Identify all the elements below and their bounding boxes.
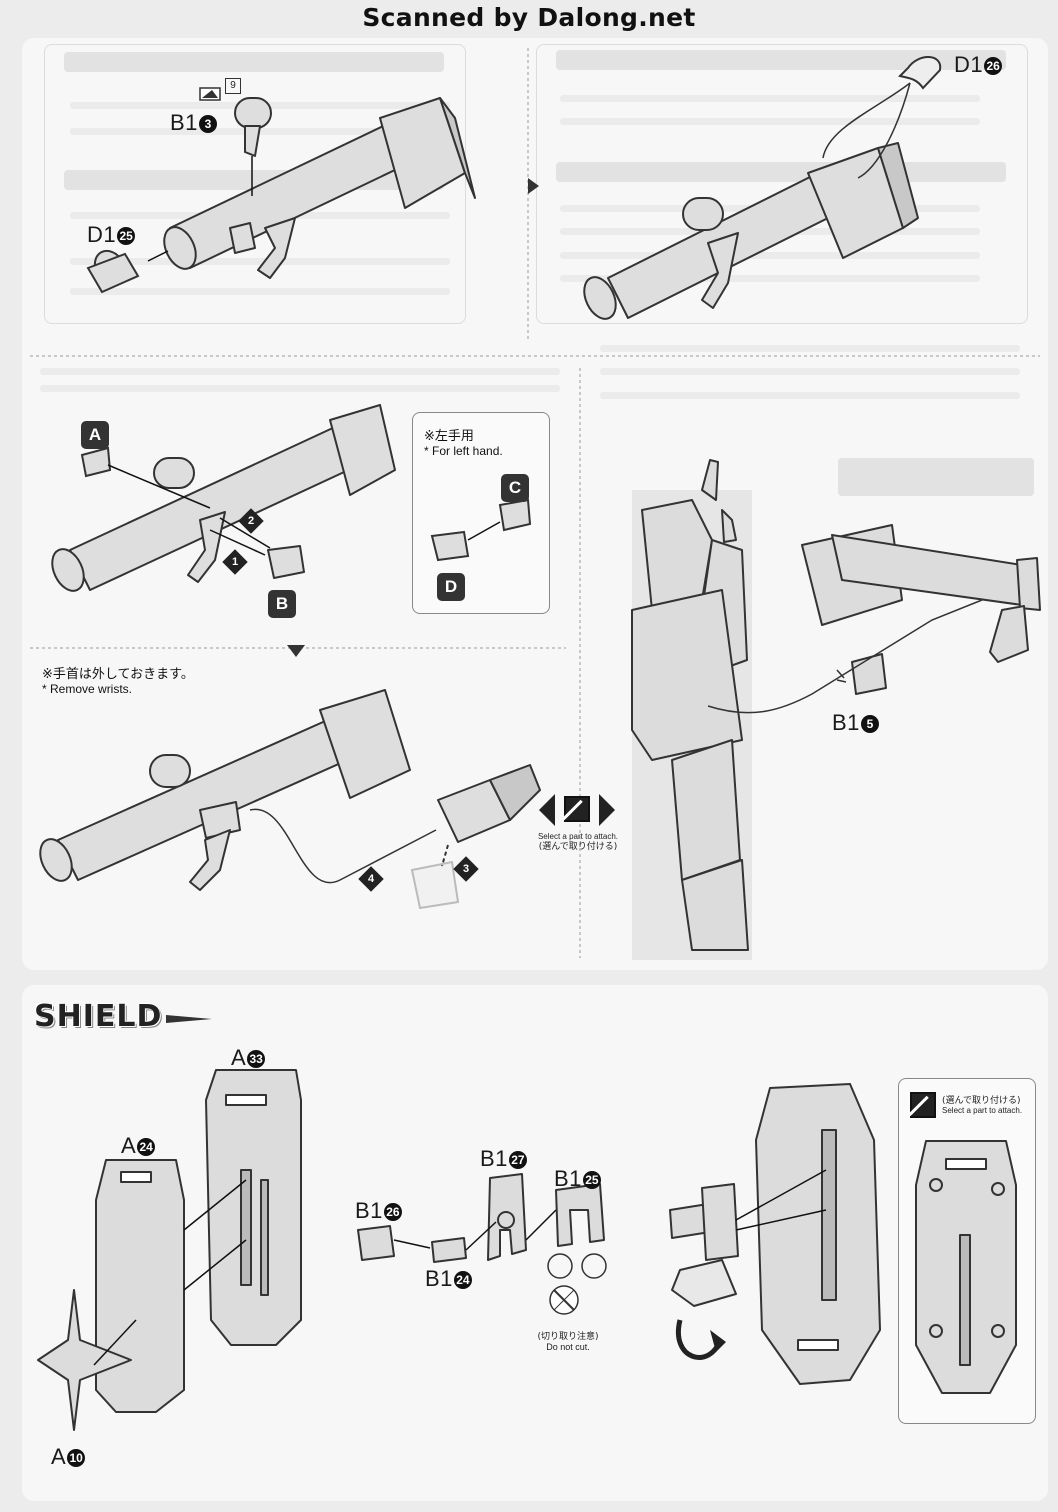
remove-wrists-note: ※手首は外しておきます。 * Remove wrists. <box>42 667 194 697</box>
shield-title-arrow <box>166 1015 212 1023</box>
select-part-inset-en: Select a part to attach. <box>942 1106 1023 1115</box>
ghost-parts-list-header <box>838 458 1034 496</box>
part-number: 33 <box>247 1050 266 1068</box>
part-number: 26 <box>984 57 1003 75</box>
select-part-en: Select a part to attach. <box>537 832 619 841</box>
part-number: 3 <box>198 115 217 133</box>
ghost-text-line <box>40 368 560 375</box>
watermark: Scanned by Dalong.net <box>362 3 696 32</box>
part-number: 24 <box>137 1138 156 1156</box>
shield-back-drawing <box>915 1140 1017 1394</box>
select-part-inset-caption: (選んで取り付ける) Select a part to attach. <box>942 1096 1022 1116</box>
part-letter: D1 <box>87 222 117 247</box>
left-hand-note: ※左手用 * For left hand. <box>424 429 503 459</box>
left-hand-note-jp: ※左手用 <box>424 429 474 444</box>
flow-arrow <box>528 178 539 194</box>
select-part-caption: Select a part to attach. (選んで取り付ける) <box>530 832 626 852</box>
part-number: 26 <box>383 1203 402 1221</box>
do-not-cut-caption: (切り取り注意) Do not cut. <box>532 1332 604 1352</box>
bazooka-mounting-drawing <box>39 689 541 910</box>
part-letter: B1 <box>425 1266 453 1291</box>
part-number: 24 <box>453 1271 472 1289</box>
remove-wrists-note-jp: ※手首は外しておきます。 <box>42 667 194 682</box>
remove-wrists-note-en: * Remove wrists. <box>42 682 133 696</box>
tool-ref-number: 9 <box>225 78 241 94</box>
step-3-marker: 3 <box>453 856 479 882</box>
bazooka-step2-drawing <box>583 56 942 320</box>
shield-title: SHIELD <box>34 999 163 1034</box>
flow-arrow <box>287 645 305 657</box>
select-part-inset-jp: (選んで取り付ける) <box>942 1096 1021 1106</box>
tag-d: D <box>437 573 465 601</box>
bazooka-step1-drawing <box>86 87 476 294</box>
part-letter: A <box>51 1444 67 1469</box>
shield-assembly-drawing <box>669 1083 881 1385</box>
do-not-cut-jp: (切り取り注意) <box>537 1332 599 1342</box>
robot-mount-drawing <box>631 459 1041 951</box>
part-letter: B1 <box>170 110 198 135</box>
ghost-text-line <box>70 288 450 295</box>
ghost-text-line <box>70 258 450 265</box>
tag-c: C <box>501 474 529 502</box>
left-hand-parts-drawing <box>430 498 532 562</box>
step-4-marker: 4 <box>358 866 384 892</box>
select-part-jp: (選んで取り付ける) <box>538 842 618 852</box>
step-2-marker: 2 <box>238 508 264 534</box>
ghost-text-line <box>560 275 980 282</box>
ghost-warning-box <box>44 44 466 324</box>
part-number: 10 <box>67 1449 86 1467</box>
left-hand-note-en: * For left hand. <box>424 444 503 458</box>
part-number: 27 <box>508 1151 527 1169</box>
select-part-arrows <box>539 794 615 826</box>
ghost-text-line <box>600 345 1020 352</box>
shield-plates-drawing <box>37 1069 302 1431</box>
part-number: 25 <box>117 227 136 245</box>
part-letter: B1 <box>355 1198 383 1223</box>
part-letter: A <box>121 1133 137 1158</box>
part-letter: B1 <box>832 710 860 735</box>
part-letter: B1 <box>480 1146 508 1171</box>
tag-b: B <box>268 590 296 618</box>
ghost-text-line <box>600 392 1020 399</box>
part-number: 5 <box>860 715 879 733</box>
tag-a: A <box>81 421 109 449</box>
part-letter: B1 <box>554 1166 582 1191</box>
ghost-text-line <box>560 95 980 102</box>
hinge-parts-drawing <box>357 1173 607 1315</box>
part-letter: A <box>231 1045 247 1070</box>
ghost-text-line <box>560 118 980 125</box>
select-part-icon <box>910 1092 936 1118</box>
select-part-icon <box>564 796 590 822</box>
bazooka-grip-drawing <box>51 404 396 592</box>
ghost-text-line <box>600 368 1020 375</box>
step-1-marker: 1 <box>222 549 248 575</box>
ghost-text-line <box>40 385 560 392</box>
ghost-warning-header <box>64 52 444 72</box>
part-number: 25 <box>582 1171 601 1189</box>
ghost-warning-header-jp <box>556 50 1006 70</box>
do-not-cut-en: Do not cut. <box>546 1342 590 1352</box>
ghost-text-line <box>560 252 980 259</box>
part-letter: D1 <box>954 52 984 77</box>
